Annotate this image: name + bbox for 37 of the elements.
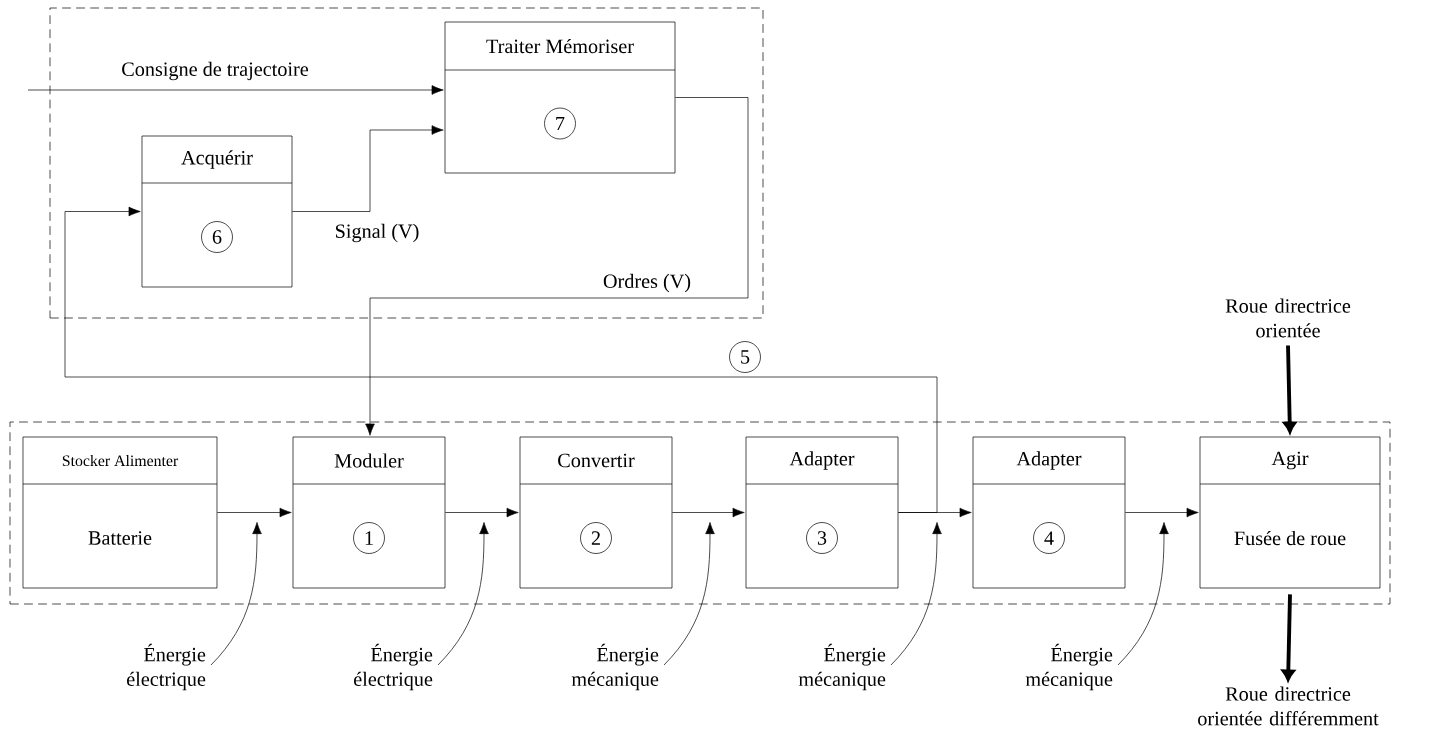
function-box: Traiter Mémoriser 7 <box>444 21 676 174</box>
edge-label: Ordres (V) <box>603 273 691 293</box>
edge-label: Signal (V) <box>336 223 419 243</box>
arrow <box>1125 507 1199 518</box>
arrow <box>292 125 444 212</box>
arrow <box>1281 594 1295 682</box>
function-box: Acquérir 6 <box>141 135 293 288</box>
arrow <box>64 206 938 513</box>
arrow <box>210 522 262 666</box>
function-box: Stocker Alimenter Batterie <box>22 436 218 589</box>
edge-label: Consigne de trajectoire <box>122 61 309 81</box>
arrow <box>437 522 489 666</box>
dashed-group-frame <box>49 7 764 319</box>
arrow <box>672 507 745 518</box>
function-box: Agir Fusée de roue <box>1199 436 1381 589</box>
dashed-group-frame <box>9 421 1391 605</box>
arrow <box>217 507 292 518</box>
flow-label: Énergie mécanique <box>1025 643 1113 691</box>
function-box: Adapter 3 <box>745 436 899 589</box>
flow-label: Énergie électrique <box>354 643 433 691</box>
flow-label: Roue directrice orientée <box>1225 298 1351 338</box>
flow-label: Énergie mécanique <box>798 643 886 691</box>
function-box: Adapter 4 <box>972 436 1126 589</box>
arrow <box>27 85 444 95</box>
arrow <box>898 507 972 518</box>
flow-label: Énergie électrique <box>127 643 206 691</box>
function-box: Convertir 2 <box>519 436 673 589</box>
arrow <box>890 522 942 666</box>
arrow <box>1283 345 1297 434</box>
function-box: Moduler 1 <box>292 436 446 589</box>
arrow <box>663 522 715 666</box>
flow-label: Roue directrice orientée différemment <box>1198 686 1379 726</box>
flow-label: Énergie mécanique <box>571 643 659 691</box>
arrow <box>1117 522 1169 666</box>
arrow <box>365 97 749 436</box>
callout-number: 5 <box>729 341 761 373</box>
arrow <box>445 507 519 518</box>
